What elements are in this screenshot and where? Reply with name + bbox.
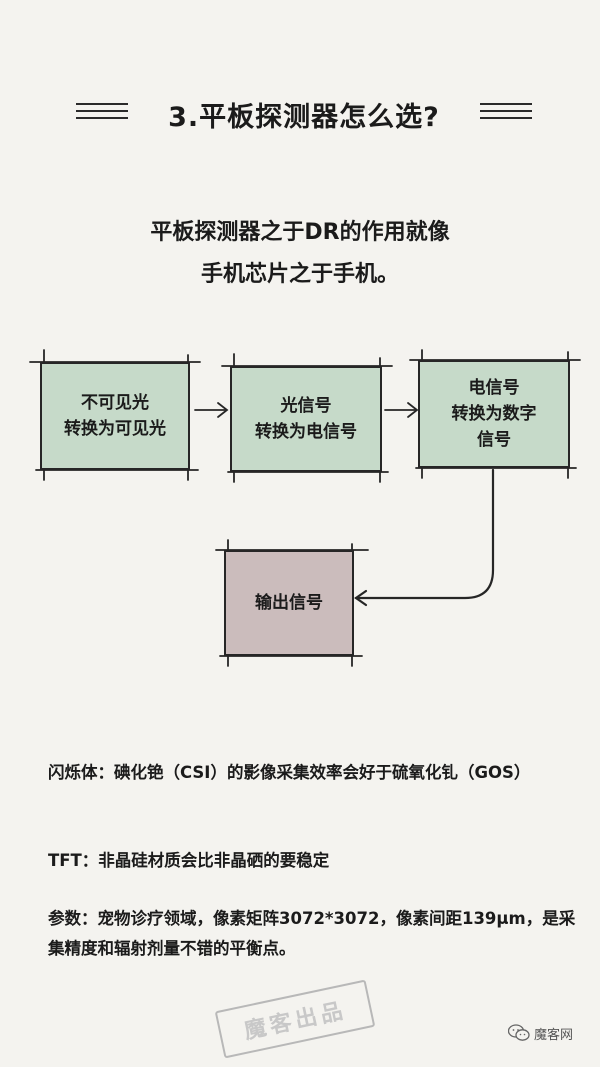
- flow-box-1-line-1: 不可见光: [81, 393, 149, 413]
- flow-box-2-line-1: 光信号: [280, 396, 332, 416]
- flow-box-output-signal: 输出信号: [224, 550, 354, 656]
- title-decoration-right: [480, 103, 532, 124]
- flow-box-1-line-2: 转换为可见光: [64, 419, 166, 439]
- brand-watermark: 魔客网: [508, 1022, 573, 1044]
- watermark-stamp: 魔客出品: [214, 979, 376, 1059]
- note-params: 参数：宠物诊疗领域，像素矩阵3072*3072，像素间距139μm，是采集精度和…: [48, 909, 576, 958]
- intro-text: 平板探测器之于DR的作用就像 手机芯片之于手机。: [60, 212, 540, 296]
- arrow-1-head: [217, 402, 229, 418]
- intro-line-1: 平板探测器之于DR的作用就像: [150, 220, 450, 245]
- page-title: 3.平板探测器怎么选?: [168, 102, 440, 133]
- flow-box-light-to-electric: 光信号 转换为电信号: [230, 366, 382, 472]
- flow-box-3-line-2: 转换为数字: [451, 404, 537, 424]
- wechat-icon: [508, 1024, 530, 1041]
- intro-line-2: 手机芯片之于手机。: [200, 262, 399, 287]
- arrow-3-line: [354, 468, 495, 600]
- title-row: 3.平板探测器怎么选?: [0, 95, 600, 139]
- note-scintillator: 闪烁体：碘化铯（CSI）的影像采集效率会好于硫氧化钆（GOS）: [48, 763, 531, 782]
- arrow-2-head: [407, 402, 419, 418]
- flow-box-electric-to-digital: 电信号 转换为数字 信号: [418, 360, 570, 468]
- note-tft: TFT：非晶硅材质会比非晶硒的要稳定: [48, 851, 330, 870]
- flow-box-invisible-to-visible: 不可见光 转换为可见光: [40, 362, 190, 470]
- flow-box-3-line-3: 信号: [477, 430, 511, 450]
- arrow-3-head: [354, 589, 368, 607]
- flow-box-3-line-1: 电信号: [468, 378, 520, 398]
- title-decoration-left: [76, 103, 128, 124]
- flow-box-2-line-2: 转换为电信号: [255, 422, 357, 442]
- flow-box-4-line-1: 输出信号: [255, 593, 323, 613]
- brand-name: 魔客网: [534, 1027, 574, 1043]
